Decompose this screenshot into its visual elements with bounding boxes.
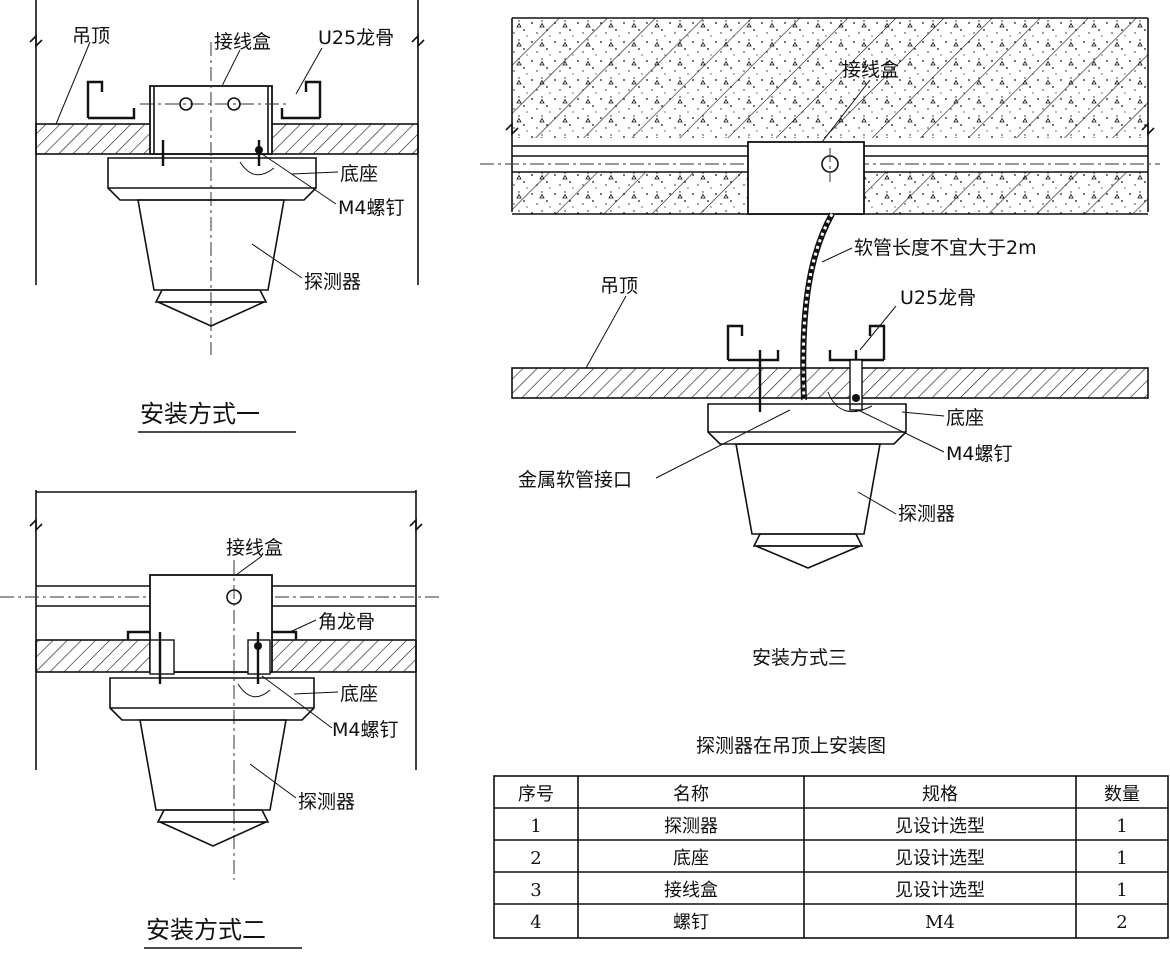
label-base: 底座 xyxy=(340,163,378,185)
table-cell: 接线盒 xyxy=(664,880,718,901)
table-cell: 3 xyxy=(530,880,541,901)
label-base: 底座 xyxy=(946,407,984,429)
label-hose-note: 软管长度不宜大于2m xyxy=(854,237,1037,259)
parts-table: 探测器在吊顶上安装图 序号 名称 规格 数量 1 探测器 见设计选型 1 2 底… xyxy=(493,735,1169,939)
table-cell: 1 xyxy=(530,816,541,837)
caption-fig3: 安装方式三 xyxy=(752,647,847,669)
table-cell: 螺钉 xyxy=(673,912,709,933)
table-cell: 2 xyxy=(1116,912,1127,933)
table-cell: 底座 xyxy=(673,848,709,869)
label-base: 底座 xyxy=(340,683,378,705)
figure-1: 吊顶 接线盒 U25龙骨 底座 M4螺钉 探测器 安装方式一 xyxy=(29,0,425,433)
caption-fig2: 安装方式二 xyxy=(146,916,266,944)
label-junction-box: 接线盒 xyxy=(214,31,271,53)
table-cell: 见设计选型 xyxy=(895,880,985,901)
label-keel: U25龙骨 xyxy=(900,287,976,309)
label-angle-keel: 角龙骨 xyxy=(318,611,375,633)
table-cell: 1 xyxy=(1116,816,1127,837)
label-junction-box: 接线盒 xyxy=(226,537,283,559)
table-cell: 1 xyxy=(1116,848,1127,869)
label-ceiling: 吊顶 xyxy=(72,25,110,47)
table-cell: 1 xyxy=(1116,880,1127,901)
table-cell: 2 xyxy=(530,848,541,869)
label-screw: M4螺钉 xyxy=(332,719,398,741)
label-ceiling: 吊顶 xyxy=(600,275,638,297)
label-detector: 探测器 xyxy=(298,791,355,813)
label-detector: 探测器 xyxy=(304,271,361,293)
caption-fig1: 安装方式一 xyxy=(140,400,260,428)
label-screw: M4螺钉 xyxy=(338,197,404,219)
table-cell: 见设计选型 xyxy=(895,816,985,837)
label-detector: 探测器 xyxy=(898,503,955,525)
table-title: 探测器在吊顶上安装图 xyxy=(696,735,886,757)
figure-3: 接线盒 软管长度不宜大于2m 吊顶 U25龙骨 底座 M4螺钉 金属软管接口 探… xyxy=(480,17,1160,669)
table-cell: 4 xyxy=(530,912,541,933)
table-header-name: 名称 xyxy=(673,784,709,805)
label-hose-joint: 金属软管接口 xyxy=(518,469,632,491)
figure-2: 接线盒 角龙骨 底座 M4螺钉 探测器 安装方式二 xyxy=(0,490,440,949)
label-screw: M4螺钉 xyxy=(946,443,1012,465)
table-cell: 探测器 xyxy=(664,816,718,837)
label-junction-box: 接线盒 xyxy=(842,59,899,81)
table-header-index: 序号 xyxy=(518,784,554,805)
label-keel: U25龙骨 xyxy=(318,27,394,49)
table-header-spec: 规格 xyxy=(922,784,958,805)
table-cell: M4 xyxy=(925,912,955,933)
table-header-qty: 数量 xyxy=(1104,784,1140,805)
table-cell: 见设计选型 xyxy=(895,848,985,869)
